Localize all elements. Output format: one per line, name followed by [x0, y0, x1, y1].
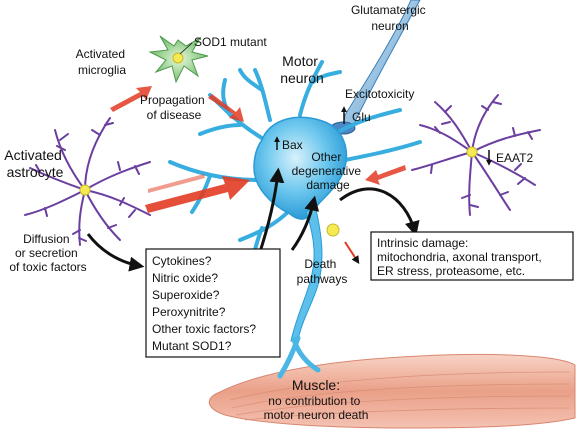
eaat2-label: EAAT2 [496, 151, 533, 165]
propagation-label: Propagation of disease [140, 93, 208, 122]
toxic-factor-item: Nitric oxide? [152, 271, 218, 285]
bax-label: Bax [282, 138, 303, 152]
activated-microglia [148, 35, 209, 84]
diffusion-label: Diffusion or secretion of toxic factors [9, 232, 86, 274]
other-damage-label: Other degenerative damage [292, 150, 365, 192]
muscle-subtitle: no contribution to motor neuron death [264, 394, 369, 422]
glu-label: Glu [352, 110, 371, 124]
toxic-factor-item: Superoxide? [152, 288, 220, 302]
death-pathway-arrow [290, 195, 320, 251]
toxic-factor-item: Cytokines? [152, 254, 212, 268]
toxic-factor-item: Other toxic factors? [152, 322, 256, 336]
toxic-factor-item: Peroxynitrite? [152, 305, 226, 319]
intrinsic-damage-text: Intrinsic damage: mitochondria, axonal t… [377, 236, 545, 278]
activated-microglia-label: Activated microglia [76, 47, 129, 77]
sod1-leader-line [179, 42, 193, 55]
propagation-arrow-left [110, 86, 152, 112]
toxic-factors-list: Cytokines? Nitric oxide? Superoxide? Per… [152, 254, 259, 353]
propagation-arrow-right [208, 94, 244, 122]
toxic-factors-box [145, 248, 281, 358]
glutamatergic-label: Glutamatergic neuron [351, 3, 429, 33]
activated-astrocyte-label: Activated astrocyte [4, 147, 65, 180]
intrinsic-damage-box [370, 231, 574, 281]
intrinsic-damage-arrow [339, 187, 420, 237]
toxic-arrow-red [145, 174, 250, 213]
excitotoxicity-label: Excitotoxicity [345, 87, 414, 101]
death-pathways-label: Death pathways [297, 257, 348, 286]
axon-damage-arrow [344, 241, 360, 265]
muscle [208, 353, 576, 429]
sod1-mutant-label: SOD1 mutant [194, 35, 267, 49]
diffusion-arrow [86, 233, 145, 272]
astrocyte-to-neuron-arrow [365, 165, 406, 185]
muscle-title: Muscle: [292, 377, 340, 393]
activated-astrocyte-left [24, 117, 151, 246]
motor-neuron-label: Motor neuron [280, 53, 324, 86]
toxic-factor-item: Mutant SOD1? [152, 339, 232, 353]
